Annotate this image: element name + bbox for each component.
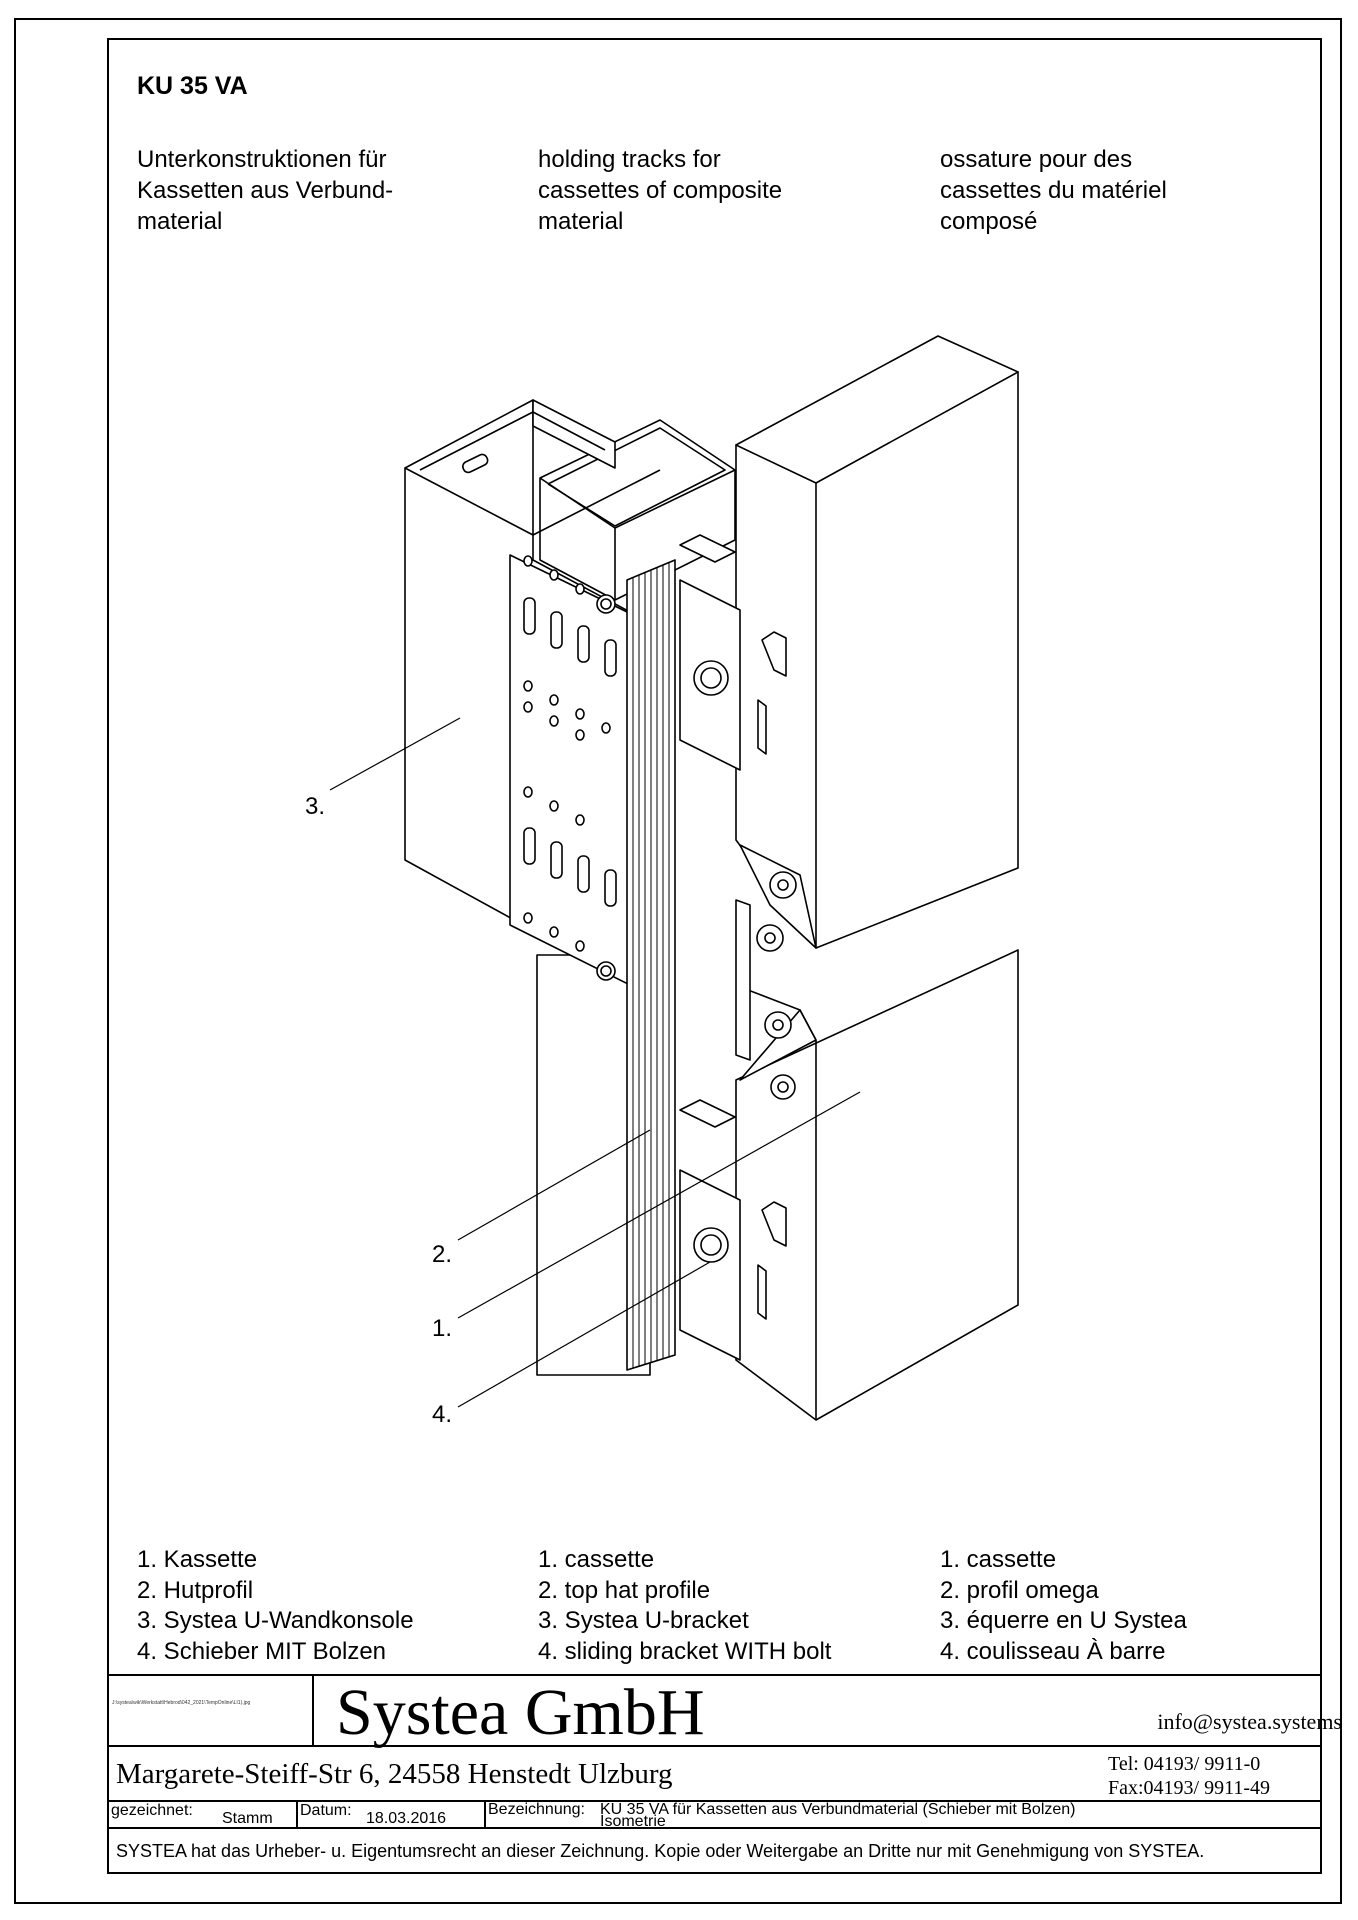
legend-item: 2. top hat profile (538, 1576, 711, 1604)
legend-item: 2. profil omega (940, 1576, 1099, 1604)
title-block-rule (296, 1800, 298, 1828)
legend-item: 4. Schieber MIT Bolzen (137, 1638, 387, 1666)
company-phone-fax: Tel: 04193/ 9911-0 Fax:04193/ 9911-49 (1108, 1752, 1270, 1800)
intro-english: holding tracks for cassettes of composit… (538, 146, 783, 235)
legend-item: 2. Hutprofil (137, 1576, 254, 1604)
drawn-by-label: gezeichnet: (111, 1802, 193, 1819)
company-email: info@systea.systems (1157, 1709, 1342, 1734)
legend-german: 1. Kassette 2. Hutprofil 3. Systea U-Wan… (137, 1545, 414, 1668)
legend-english: 1. cassette 2. top hat profile 3. Systea… (538, 1545, 831, 1668)
company-address: Margarete-Steiff-Str 6, 24558 Henstedt U… (116, 1758, 673, 1790)
leader-2 (457, 1129, 651, 1241)
legend-item: 1. cassette (538, 1546, 655, 1573)
intro-german: Unterkonstruktionen für Kassetten aus Ve… (137, 146, 394, 235)
leader-1 (457, 1091, 861, 1319)
leader-4 (457, 1261, 711, 1408)
fax-number: Fax:04193/ 9911-49 (1108, 1777, 1271, 1799)
legend-item: 4. coulisseau À barre (940, 1638, 1166, 1666)
callout-1: 1. (432, 1315, 452, 1342)
title-block-rule (107, 1827, 1322, 1829)
drawing-title: KU 35 VA (137, 72, 248, 100)
intro-french: ossature pour des cassettes du matériel … (940, 146, 1167, 235)
company-name: Systea GmbH (336, 1676, 705, 1749)
phone-number: Tel: 04193/ 9911-0 (1108, 1753, 1261, 1775)
designation-subtitle: Isometrie (600, 1813, 666, 1830)
callout-3: 3. (305, 793, 325, 820)
legend-item: 1. Kassette (137, 1546, 258, 1573)
title-block-rule (107, 1674, 1322, 1676)
callout-2: 2. (432, 1241, 452, 1268)
callout-4: 4. (432, 1401, 452, 1428)
designation-value: KU 35 VA für Kassetten aus Verbundmateri… (600, 1801, 1076, 1818)
date-value: 18.03.2016 (366, 1810, 447, 1827)
title-block-rule (312, 1674, 314, 1746)
legend-item: 3. Systea U-Wandkonsole (137, 1607, 414, 1635)
designation-label: Bezeichnung: (488, 1801, 585, 1818)
copyright-notice: SYSTEA hat das Urheber- u. Eigentumsrech… (116, 1841, 1205, 1861)
legend-item: 1. cassette (940, 1546, 1057, 1573)
title-block-rule (107, 1745, 1322, 1747)
file-path-text: J:\systea\wik\Werkstatt\Hebrod\042_2021\… (112, 1700, 251, 1706)
sliding-bracket-lower (679, 1169, 741, 1361)
leader-3 (329, 717, 461, 791)
title-block-rule (107, 1800, 1322, 1802)
legend-item: 4. sliding bracket WITH bolt (538, 1638, 832, 1666)
outer-border (14, 18, 1342, 1904)
drawn-by-value: Stamm (222, 1810, 273, 1827)
legend-french: 1. cassette 2. profil omega 3. équerre e… (940, 1545, 1187, 1668)
legend-item: 3. Systea U-bracket (538, 1607, 749, 1635)
drawing-frame (107, 38, 1322, 1874)
date-label: Datum: (300, 1802, 352, 1819)
legend-item: 3. équerre en U Systea (940, 1607, 1187, 1635)
top-hat-profile-box (539, 419, 736, 601)
title-block-rule (484, 1800, 486, 1828)
